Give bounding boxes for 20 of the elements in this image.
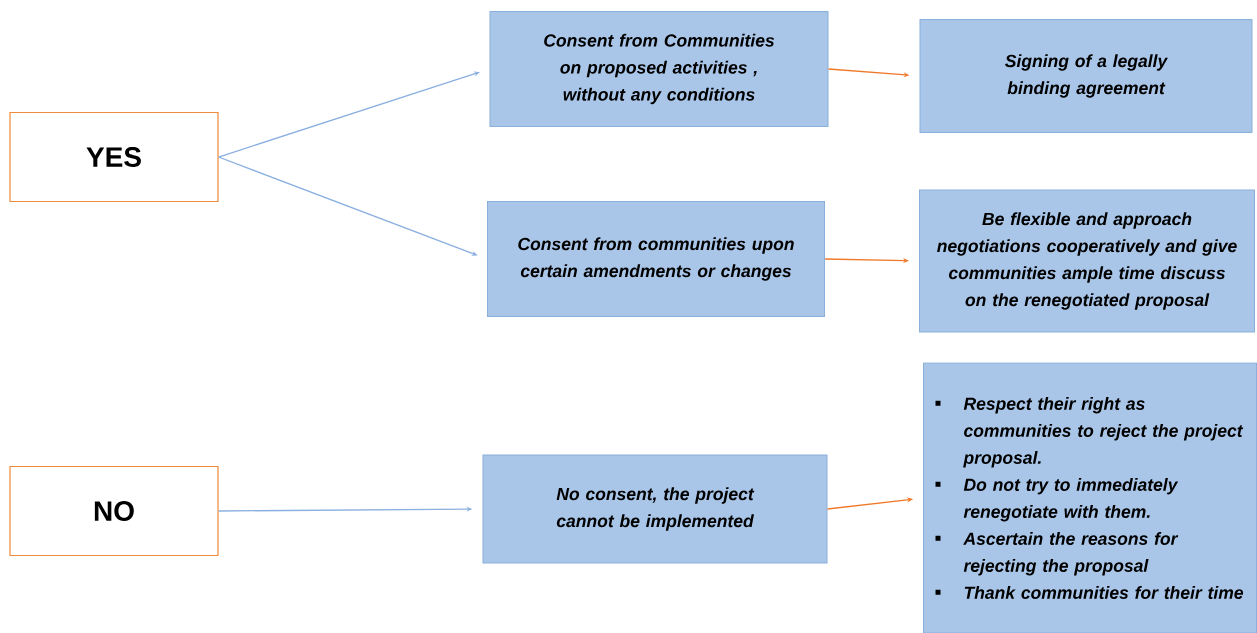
answer-box [9, 111, 219, 203]
process-box [919, 19, 1253, 133]
arrow [217, 71, 480, 158]
list-item: Do not try to immediately renegotiate with them. [963, 478, 1179, 522]
list-item: Respect their right as communities to reject the project proposal. [963, 397, 1244, 468]
box-text: Be flexible and approach negotiations cooperatively and give communities ample time discuss on the renegotiated proposal [937, 212, 1237, 310]
list-item: Ascertain the reasons for rejecting the proposal [963, 532, 1179, 576]
process-box [923, 362, 1257, 633]
process-box [489, 11, 829, 127]
list-item: Thank communities for their time [964, 586, 1244, 599]
box-text: No consent, the project cannot be implemented [556, 487, 755, 531]
process-box [487, 201, 825, 317]
box-text: Signing of a legally binding agreement [1005, 54, 1168, 98]
box-text: Consent from Communities on proposed activities , without any conditions [544, 33, 775, 105]
process-box [919, 189, 1255, 333]
box-text: YES [86, 147, 141, 167]
answer-box [9, 465, 219, 557]
process-box [482, 454, 828, 564]
box-text: Consent from communities upon certain amendments or changes [518, 237, 794, 281]
box-text: NO [94, 501, 134, 521]
